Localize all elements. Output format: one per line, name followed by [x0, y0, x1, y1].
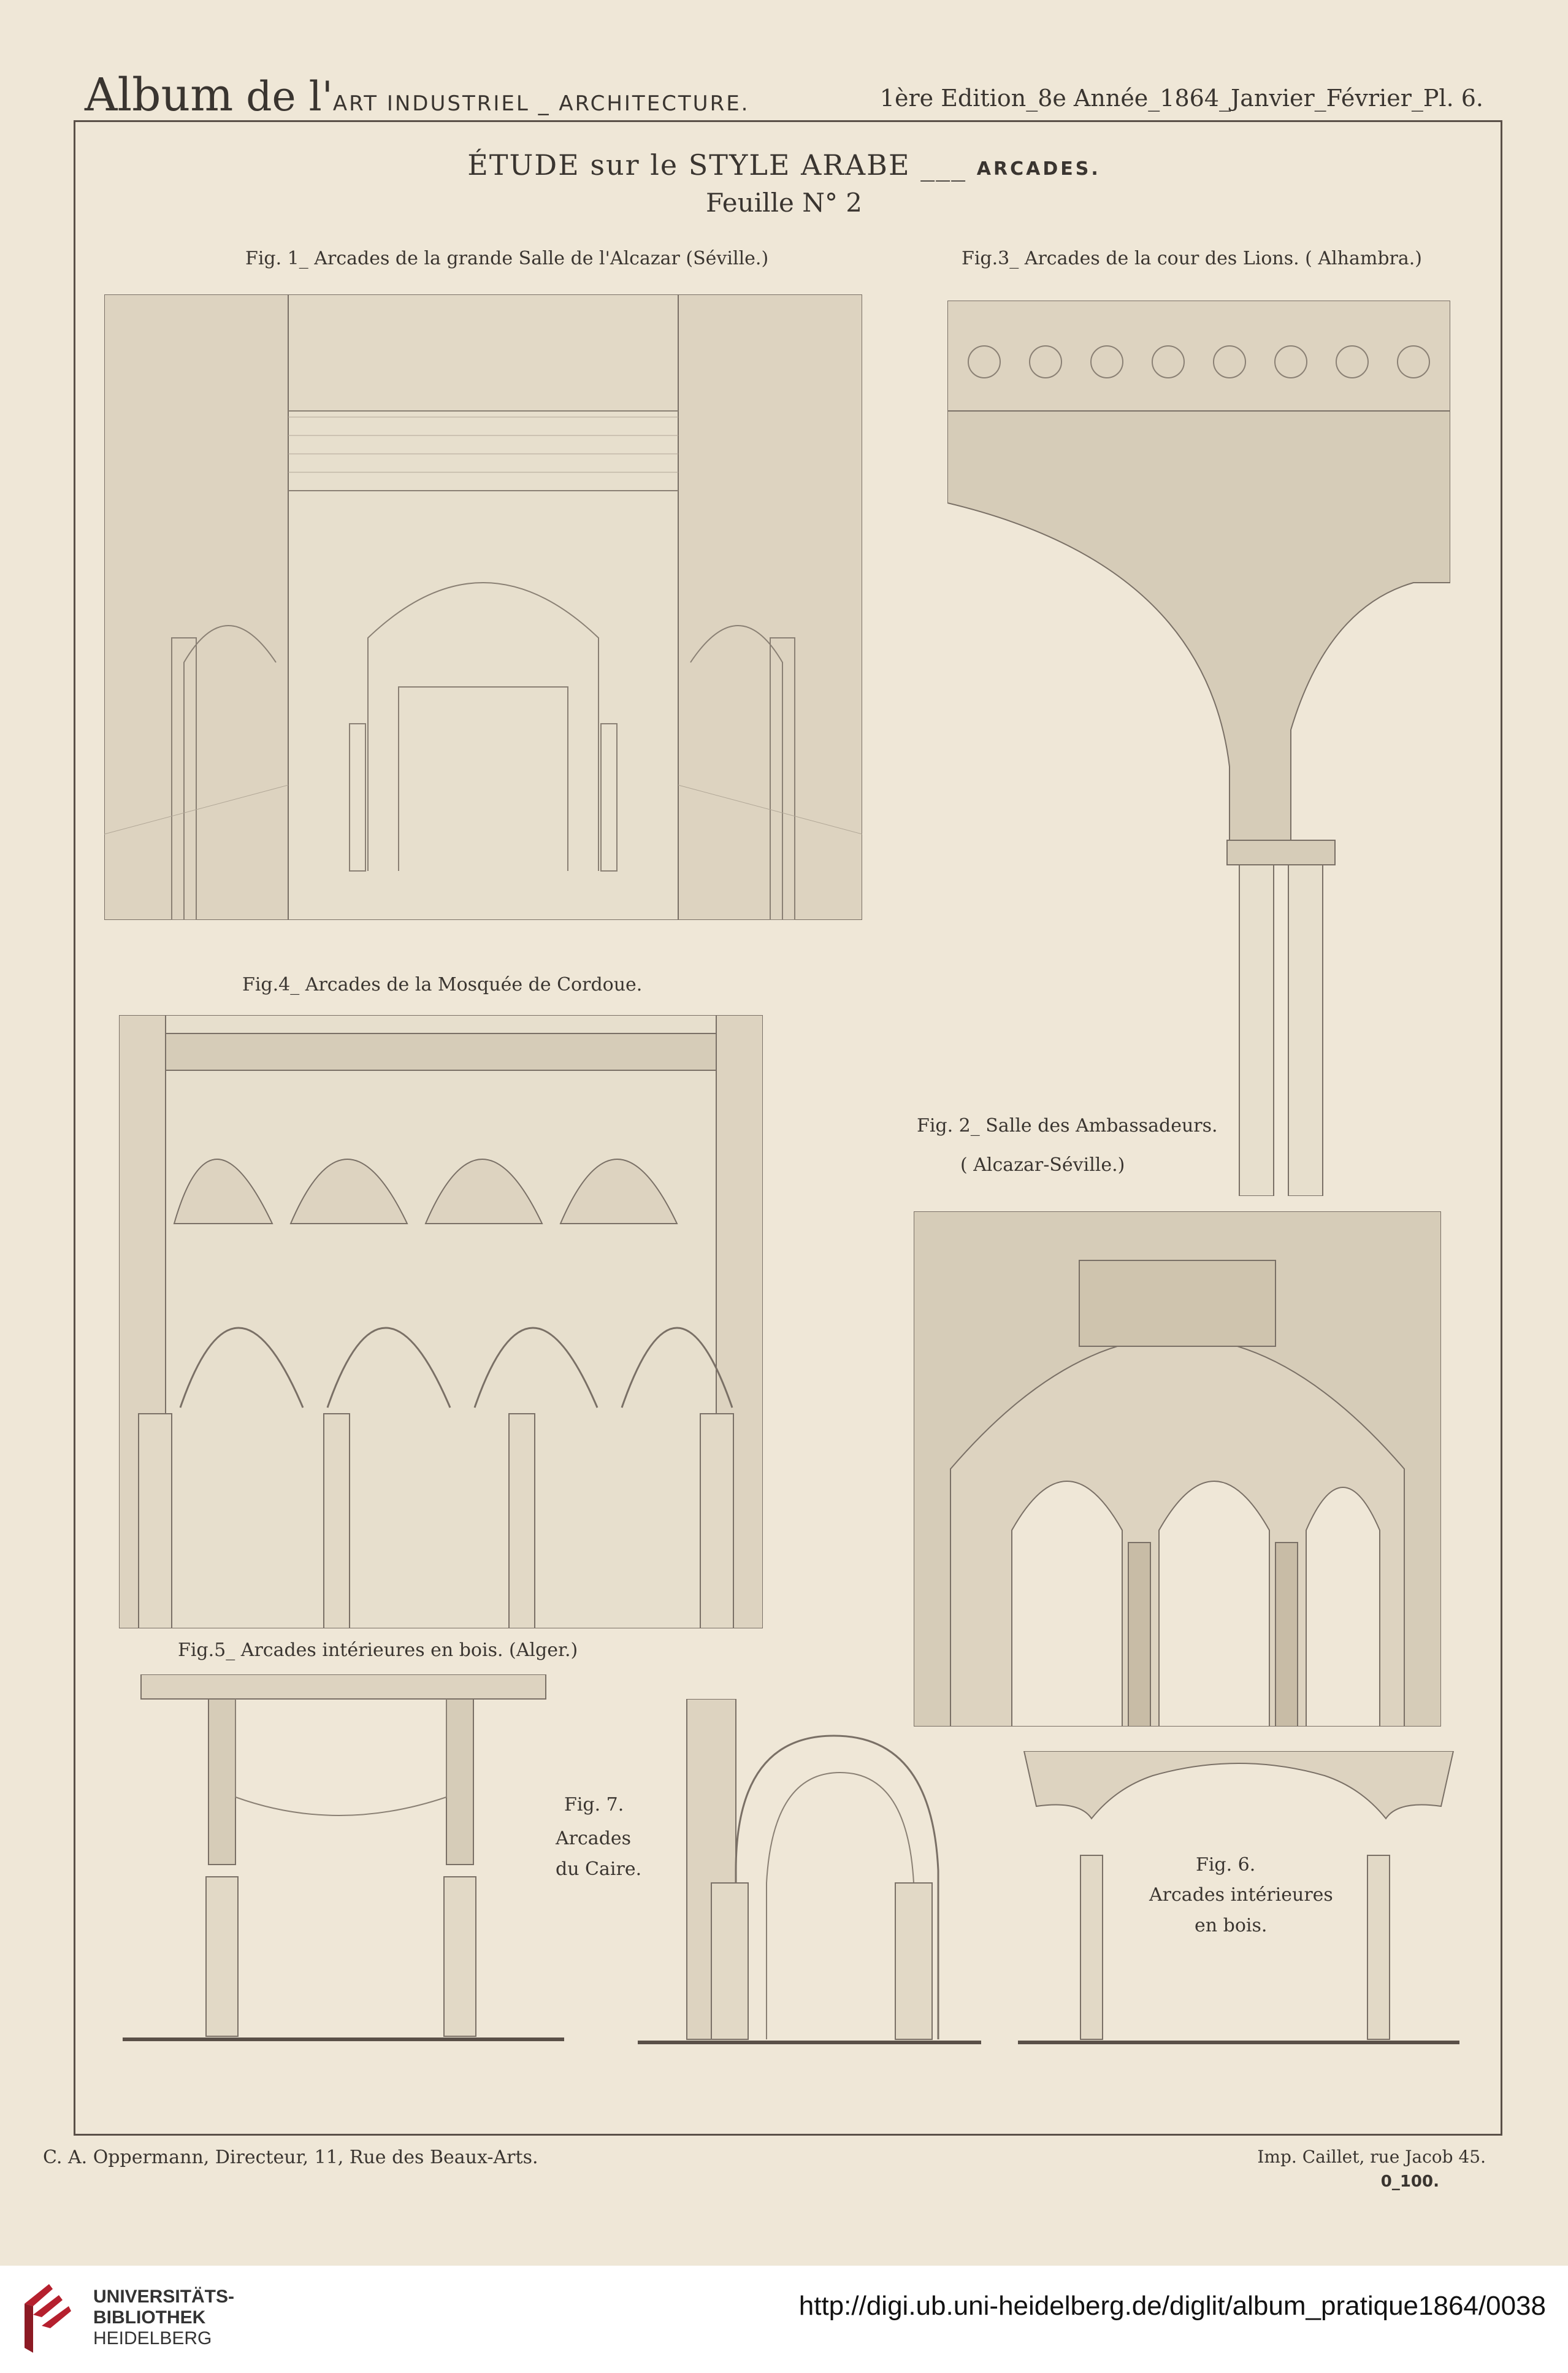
- fig6-caption-line3: en bois.: [1195, 1915, 1268, 1936]
- source-url-link[interactable]: http://digi.ub.uni-heidelberg.de/diglit/…: [798, 2291, 1546, 2321]
- album-de: de l': [246, 73, 333, 120]
- plate-frame: [74, 120, 1502, 2136]
- album-word: Album: [85, 69, 234, 121]
- fig6-caption-line2: Arcades intérieures: [1149, 1884, 1333, 1906]
- fig2-subcaption: ( Alcazar-Séville.): [960, 1154, 1125, 1176]
- album-series: ART INDUSTRIEL _ ARCHITECTURE.: [332, 91, 750, 116]
- fig7-caption: Fig. 7.: [564, 1794, 624, 1815]
- fig5-drawing: [123, 1674, 564, 2041]
- library-logo-icon: [25, 2284, 71, 2353]
- fig4-caption: Fig.4_ Arcades de la Mosquée de Cordoue.: [242, 974, 643, 995]
- fig1-drawing: [104, 294, 862, 920]
- printer-credit: Imp. Caillet, rue Jacob 45.: [1257, 2147, 1486, 2167]
- fig3-caption: Fig.3_ Arcades de la cour des Lions. ( A…: [962, 248, 1423, 269]
- fig7-drawing: [638, 1699, 981, 2044]
- fig3-drawing: [947, 301, 1450, 1196]
- plate-title-main: ÉTUDE sur le STYLE ARABE ___: [467, 148, 967, 182]
- library-name: UNIVERSITÄTS- BIBLIOTHEK HEIDELBERG: [93, 2287, 234, 2349]
- library-name-line1: UNIVERSITÄTS-: [93, 2287, 235, 2307]
- plate-title: ÉTUDE sur le STYLE ARABE ___ ARCADES.: [0, 148, 1568, 182]
- fig6-drawing: [1018, 1751, 1459, 2044]
- library-banner: [0, 2266, 1568, 2373]
- publisher-credit: C. A. Oppermann, Directeur, 11, Rue des …: [43, 2147, 538, 2168]
- fig4-drawing: [119, 1015, 763, 1628]
- fig2-caption: Fig. 2_ Salle des Ambassadeurs.: [917, 1115, 1218, 1137]
- fig6-caption: Fig. 6.: [1196, 1854, 1256, 1876]
- library-name-line3: HEIDELBERG: [93, 2328, 212, 2348]
- fig7-caption-line2: Arcades: [556, 1828, 632, 1849]
- fig1-caption: Fig. 1_ Arcades de la grande Salle de l'…: [245, 248, 769, 269]
- fig2-drawing: [914, 1211, 1441, 1727]
- album-header-title: Album de l'ART INDUSTRIEL _ ARCHITECTURE…: [85, 69, 749, 121]
- plate-title-sub: ARCADES.: [976, 158, 1101, 180]
- edition-info: 1ère Edition_8e Année_1864_Janvier_Févri…: [879, 85, 1483, 112]
- fig5-caption: Fig.5_ Arcades intérieures en bois. (Alg…: [178, 1639, 578, 1661]
- fig7-caption-line3: du Caire.: [556, 1858, 642, 1880]
- library-name-line2: BIBLIOTHEK: [93, 2307, 206, 2328]
- sheet-number: Feuille N° 2: [705, 188, 863, 218]
- plate-code: 0_100.: [1380, 2172, 1439, 2191]
